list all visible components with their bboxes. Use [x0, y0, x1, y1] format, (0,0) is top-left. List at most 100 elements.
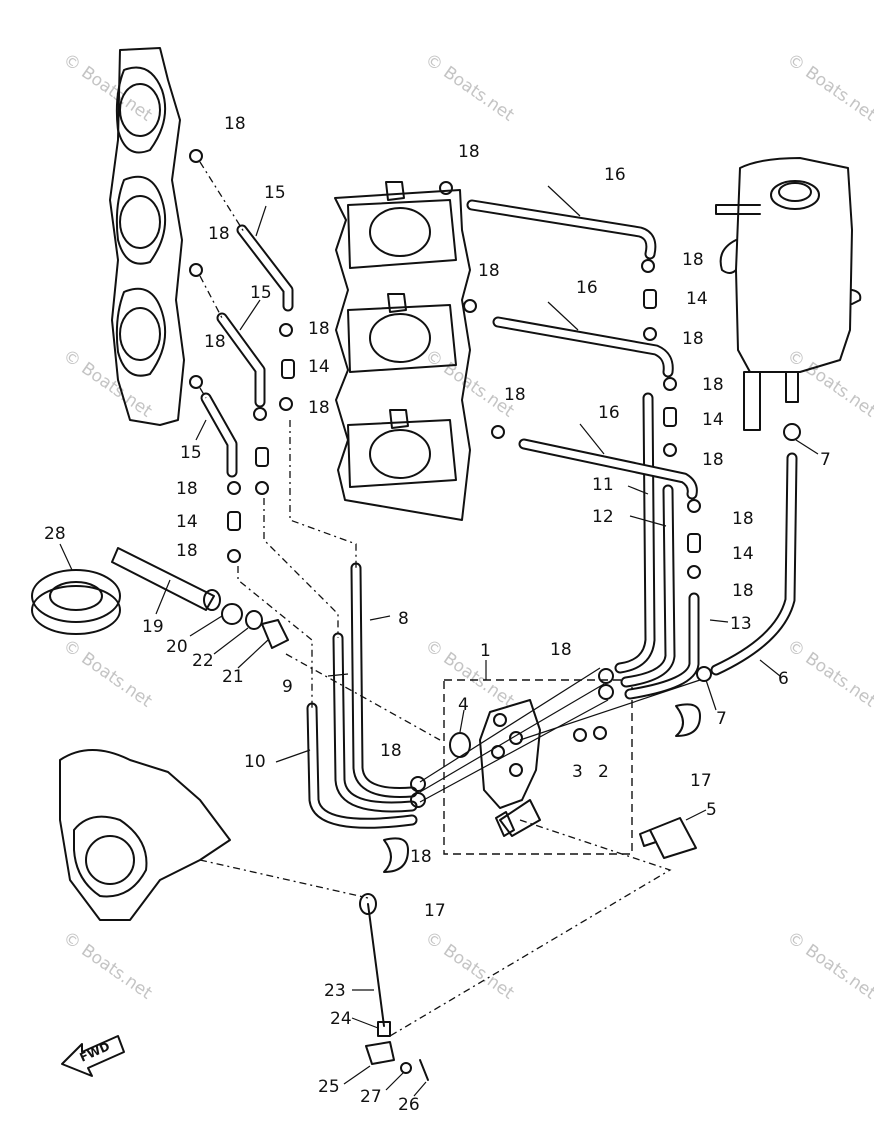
callout-14: 14: [176, 512, 198, 532]
watermark: © Boats.net: [59, 50, 156, 126]
callout-7: 7: [716, 709, 727, 729]
watermark: © Boats.net: [783, 50, 874, 126]
clamp-part-18: [189, 263, 203, 277]
leader-lines: [59, 185, 819, 1097]
callout-18: 18: [380, 741, 402, 761]
clamps-and-valves: [189, 149, 801, 873]
check-valve-part-14: [255, 447, 269, 467]
callout-15: 15: [264, 183, 286, 203]
callout-3: 3: [572, 762, 583, 782]
callout-17: 17: [424, 901, 446, 921]
clamp-part-18: [410, 776, 426, 792]
clamp-part-18: [189, 375, 203, 389]
clamp-part-18: [189, 149, 203, 163]
callout-labels: 1 2 3 4 5 6 7 7 8 9 10 11 12 13 14 14 14…: [44, 114, 831, 1115]
callout-18: 18: [682, 329, 704, 349]
clamp-part-18: [439, 181, 453, 195]
forward-direction-indicator: FWD: [61, 1035, 125, 1077]
callout-8: 8: [398, 609, 409, 629]
clamp-part-18: [410, 792, 426, 808]
clip-part-7: [696, 666, 712, 682]
drive-gear-part-19: [111, 547, 215, 611]
nut-part-24: [377, 1021, 391, 1037]
washer-part-3: [573, 728, 587, 742]
callout-18: 18: [308, 319, 330, 339]
callout-26: 26: [398, 1095, 420, 1115]
clamp-part-18: [663, 377, 677, 391]
bushing-part-21: [261, 619, 289, 649]
callout-15: 15: [180, 443, 202, 463]
watermark: © Boats.net: [783, 346, 874, 422]
gear-part-28: [31, 569, 121, 623]
check-valve-part-14: [643, 289, 657, 309]
clamp-part-18: [227, 481, 241, 495]
drive-gear-parts: [31, 547, 289, 649]
callout-18: 18: [176, 479, 198, 499]
check-valve-part-14: [227, 511, 241, 531]
callout-2: 2: [598, 762, 609, 782]
callout-15: 15: [250, 283, 272, 303]
callout-14: 14: [702, 410, 724, 430]
pump-lines: [419, 667, 701, 803]
callout-23: 23: [324, 981, 346, 1001]
watermark: © Boats.net: [783, 928, 874, 1004]
clamp-part-18: [279, 323, 293, 337]
callout-10: 10: [244, 752, 266, 772]
callout-18: 18: [410, 847, 432, 867]
callout-16: 16: [598, 403, 620, 423]
callout-18: 18: [308, 398, 330, 418]
callout-12: 12: [592, 507, 614, 527]
check-valve-part-14: [281, 359, 295, 379]
callout-24: 24: [330, 1009, 352, 1029]
callout-18: 18: [224, 114, 246, 134]
bolt-part-2: [593, 726, 607, 740]
clamp-part-18: [687, 499, 701, 513]
check-valve-part-14: [687, 533, 701, 553]
callout-20: 20: [166, 637, 188, 657]
watermark: © Boats.net: [421, 928, 518, 1004]
watermark: © Boats.net: [421, 50, 518, 126]
washer-part-27: [400, 1062, 412, 1074]
clamp-part-18: [643, 327, 657, 341]
o-ring-part-4: [449, 732, 471, 758]
watermark: © Boats.net: [59, 636, 156, 712]
clamp-part-18: [641, 259, 655, 273]
callout-19: 19: [142, 617, 164, 637]
callout-18: 18: [478, 261, 500, 281]
watermark: © Boats.net: [783, 636, 874, 712]
clamp-part-18: [687, 565, 701, 579]
callout-18: 18: [702, 375, 724, 395]
clamp-part-18: [663, 443, 677, 457]
clip-part-7: [783, 423, 801, 441]
callout-18: 18: [204, 332, 226, 352]
fwd-label: FWD: [78, 1039, 112, 1065]
callout-22: 22: [192, 651, 214, 671]
left-intake-manifold: [109, 47, 185, 426]
watermark: © Boats.net: [59, 346, 156, 422]
callout-18: 18: [702, 450, 724, 470]
oil-tank: [715, 157, 862, 431]
callout-13: 13: [730, 614, 752, 634]
watermark: © Boats.net: [421, 636, 518, 712]
callout-14: 14: [686, 289, 708, 309]
callout-18: 18: [458, 142, 480, 162]
callout-18: 18: [550, 640, 572, 660]
callout-16: 16: [576, 278, 598, 298]
callout-14: 14: [308, 357, 330, 377]
callout-21: 21: [222, 667, 244, 687]
callout-27: 27: [360, 1087, 382, 1107]
callout-9: 9: [282, 677, 293, 697]
joint-part-25: [365, 1041, 395, 1065]
lower-crankcase: [59, 749, 231, 921]
holder-part-17: [675, 703, 701, 737]
callout-16: 16: [604, 165, 626, 185]
clamp-part-18: [598, 668, 614, 684]
clamp-part-18: [491, 425, 505, 439]
callout-7: 7: [820, 450, 831, 470]
linkage-rod: [359, 893, 429, 1081]
sensor-part-5: [649, 817, 697, 859]
clamp-part-18: [227, 549, 241, 563]
o-ring-part-22: [245, 610, 263, 630]
callout-11: 11: [592, 475, 614, 495]
